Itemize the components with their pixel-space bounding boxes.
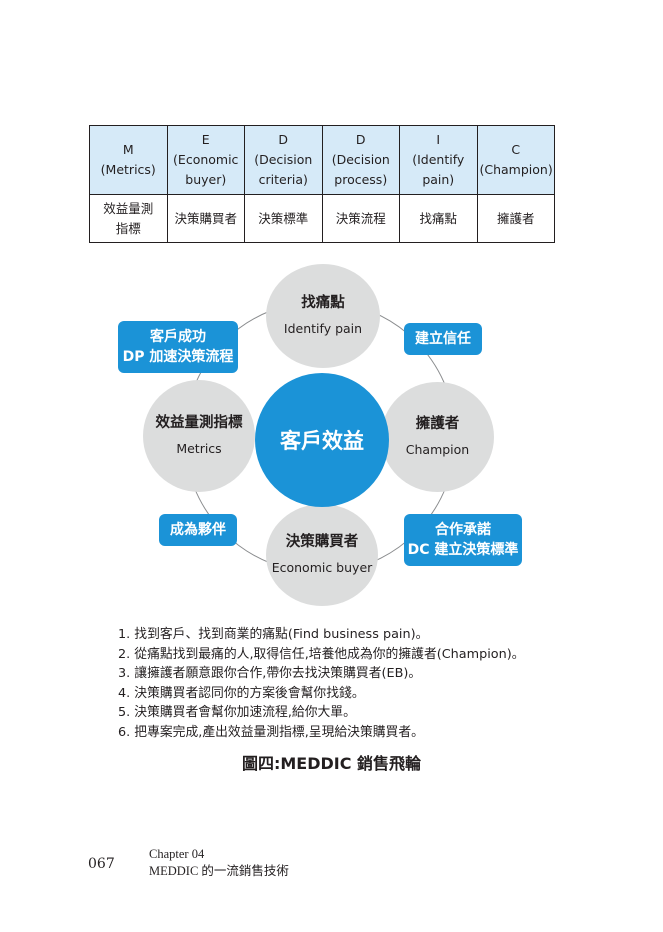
node-champion: 擁護者 Champion [381,382,494,492]
table-row: 效益量測指標 決策購買者 決策標準 決策流程 找痛點 擁護者 [89,194,555,243]
list-item: 6. 把專案完成,產出效益量測指標,呈現給決策購買者。 [118,724,424,740]
list-item: 1. 找到客戶、找到商業的痛點(Find business pain)。 [118,627,429,642]
list-item: 5. 決策購買者會幫你加速流程,給你大單。 [118,705,356,721]
tag-build-trust: 建立信任 [404,323,482,355]
tag-become-partner: 成為夥伴 [159,514,237,546]
list-item: 4. 決策購買者認同你的方案後會幫你找錢。 [118,685,365,701]
table-cell: 效益量測指標 [89,194,168,243]
node-metrics: 效益量測指標 Metrics [143,380,255,492]
center-customer-benefit: 客戶效益 [255,373,389,507]
list-item: 2. 從痛點找到最痛的人,取得信任,培養他成為你的擁護者(Champion)。 [118,646,525,662]
table-cell: 找痛點 [399,194,478,243]
header-cell: M(Metrics) [89,125,168,195]
chapter-title: MEDDIC 的一流銷售技術 [149,864,289,878]
table-cell: 決策流程 [321,194,400,243]
tag-cooperation-commitment: 合作承諾 DC 建立決策標準 [404,514,522,566]
header-cell: C(Champion) [476,125,555,195]
figure-caption: 圖四:MEDDIC 銷售飛輪 [241,754,422,773]
page-number: 067 [88,856,115,872]
table-cell: 擁護者 [476,194,555,243]
node-economic-buyer: 決策購買者 Economic buyer [266,504,378,606]
list-item: 3. 讓擁護者願意跟你合作,帶你去找決策購買者(EB)。 [118,666,422,682]
chapter-footer: Chapter 04 MEDDIC 的一流銷售技術 [149,846,289,880]
table-cell: 決策購買者 [166,194,245,243]
table-cell: 決策標準 [244,194,323,243]
tag-customer-success: 客戶成功 DP 加速決策流程 [118,321,238,373]
steps-list: 1. 找到客戶、找到商業的痛點(Find business pain)。 2. … [118,625,525,743]
chapter-number: Chapter 04 [149,847,205,861]
node-identify-pain: 找痛點 Identify pain [266,264,380,368]
